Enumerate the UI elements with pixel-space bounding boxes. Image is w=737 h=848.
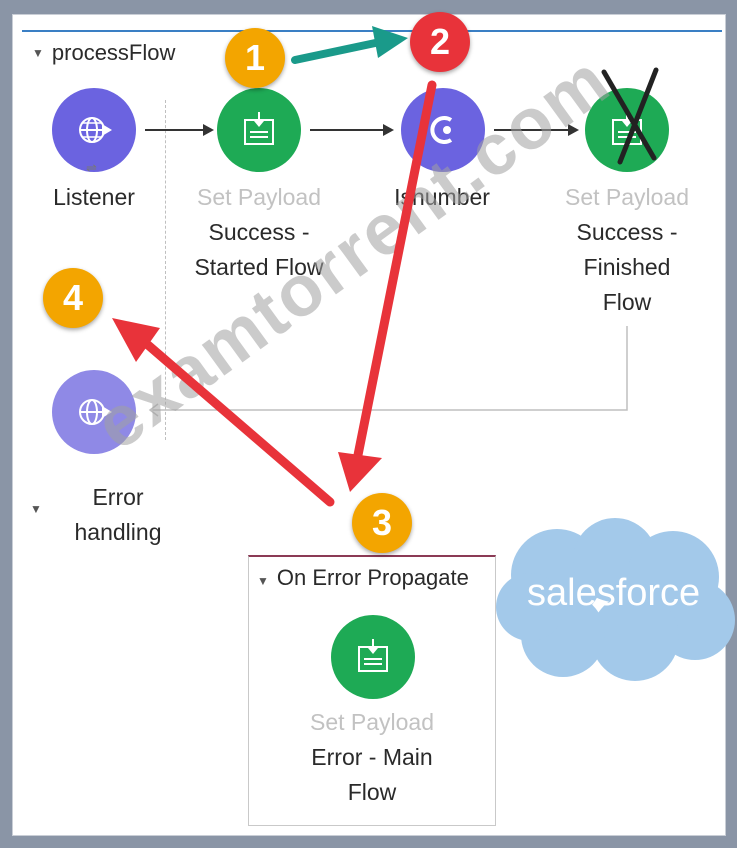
flow-title-label: processFlow (51, 40, 176, 65)
set-payload-error-node[interactable] (331, 615, 415, 699)
collapse-triangle-icon[interactable]: ▼ (30, 502, 42, 516)
listener-label: Listener (53, 184, 135, 210)
error-handling-line: handling (74, 519, 162, 545)
annotation-badge-4: 4 (43, 268, 103, 328)
set-payload-icon (358, 639, 388, 672)
set-payload-2-label: Set Payload Success - Finished Flow (548, 180, 706, 320)
arrowhead-icon (383, 124, 394, 136)
node-name-line: Finished (583, 254, 671, 280)
annotation-badge-1: 1 (225, 28, 285, 88)
node-name-line: Flow (602, 289, 652, 315)
set-payload-type-label: Set Payload (196, 184, 322, 210)
on-error-propagate-title: ▼ On Error Propagate (257, 565, 469, 591)
error-handling-line: Error (92, 484, 144, 510)
node-name-line: Started Flow (194, 254, 324, 280)
collapse-triangle-icon[interactable]: ▼ (32, 46, 44, 60)
set-payload-node-1[interactable] (217, 88, 301, 172)
globe-icon (79, 117, 112, 143)
set-payload-type-label: Set Payload (309, 709, 435, 735)
annotation-badge-2: 2 (410, 12, 470, 72)
arrowhead-icon (203, 124, 214, 136)
set-payload-icon (244, 112, 274, 145)
connector-arrow (494, 129, 570, 131)
annotation-badge-3: 3 (352, 493, 412, 553)
node-name-line: Success - (576, 219, 678, 245)
arrowhead-icon (568, 124, 579, 136)
scope-title-label: On Error Propagate (276, 565, 469, 590)
collapse-triangle-icon[interactable]: ▼ (257, 574, 269, 588)
cross-out-mark-icon (601, 67, 659, 165)
salesforce-logo-text: salesforce (527, 572, 701, 614)
error-source-node[interactable] (52, 370, 136, 454)
globe-icon (79, 399, 112, 425)
listener-node[interactable] (52, 88, 136, 172)
error-handling-label: Error handling (68, 480, 168, 550)
connector-arrow (145, 129, 205, 131)
bidirectional-icon: ⇌ (86, 160, 97, 175)
salesforce-logo-icon (496, 518, 735, 681)
on-error-propagate-scope[interactable]: ▼ On Error Propagate Set Payload Error - … (248, 555, 496, 826)
set-payload-error-label: Set Payload Error - Main Flow (269, 705, 475, 810)
flow-title[interactable]: ▼ processFlow (32, 40, 175, 66)
set-payload-type-label: Set Payload (564, 184, 690, 210)
node-name-line: Success - (208, 219, 310, 245)
node-name-line: Error - Main (311, 744, 433, 770)
source-divider (165, 100, 166, 440)
connector-arrow (310, 129, 385, 131)
set-payload-1-label: Set Payload Success - Started Flow (176, 180, 342, 285)
flow-header-line (22, 30, 722, 32)
node-name-line: Flow (347, 779, 397, 805)
